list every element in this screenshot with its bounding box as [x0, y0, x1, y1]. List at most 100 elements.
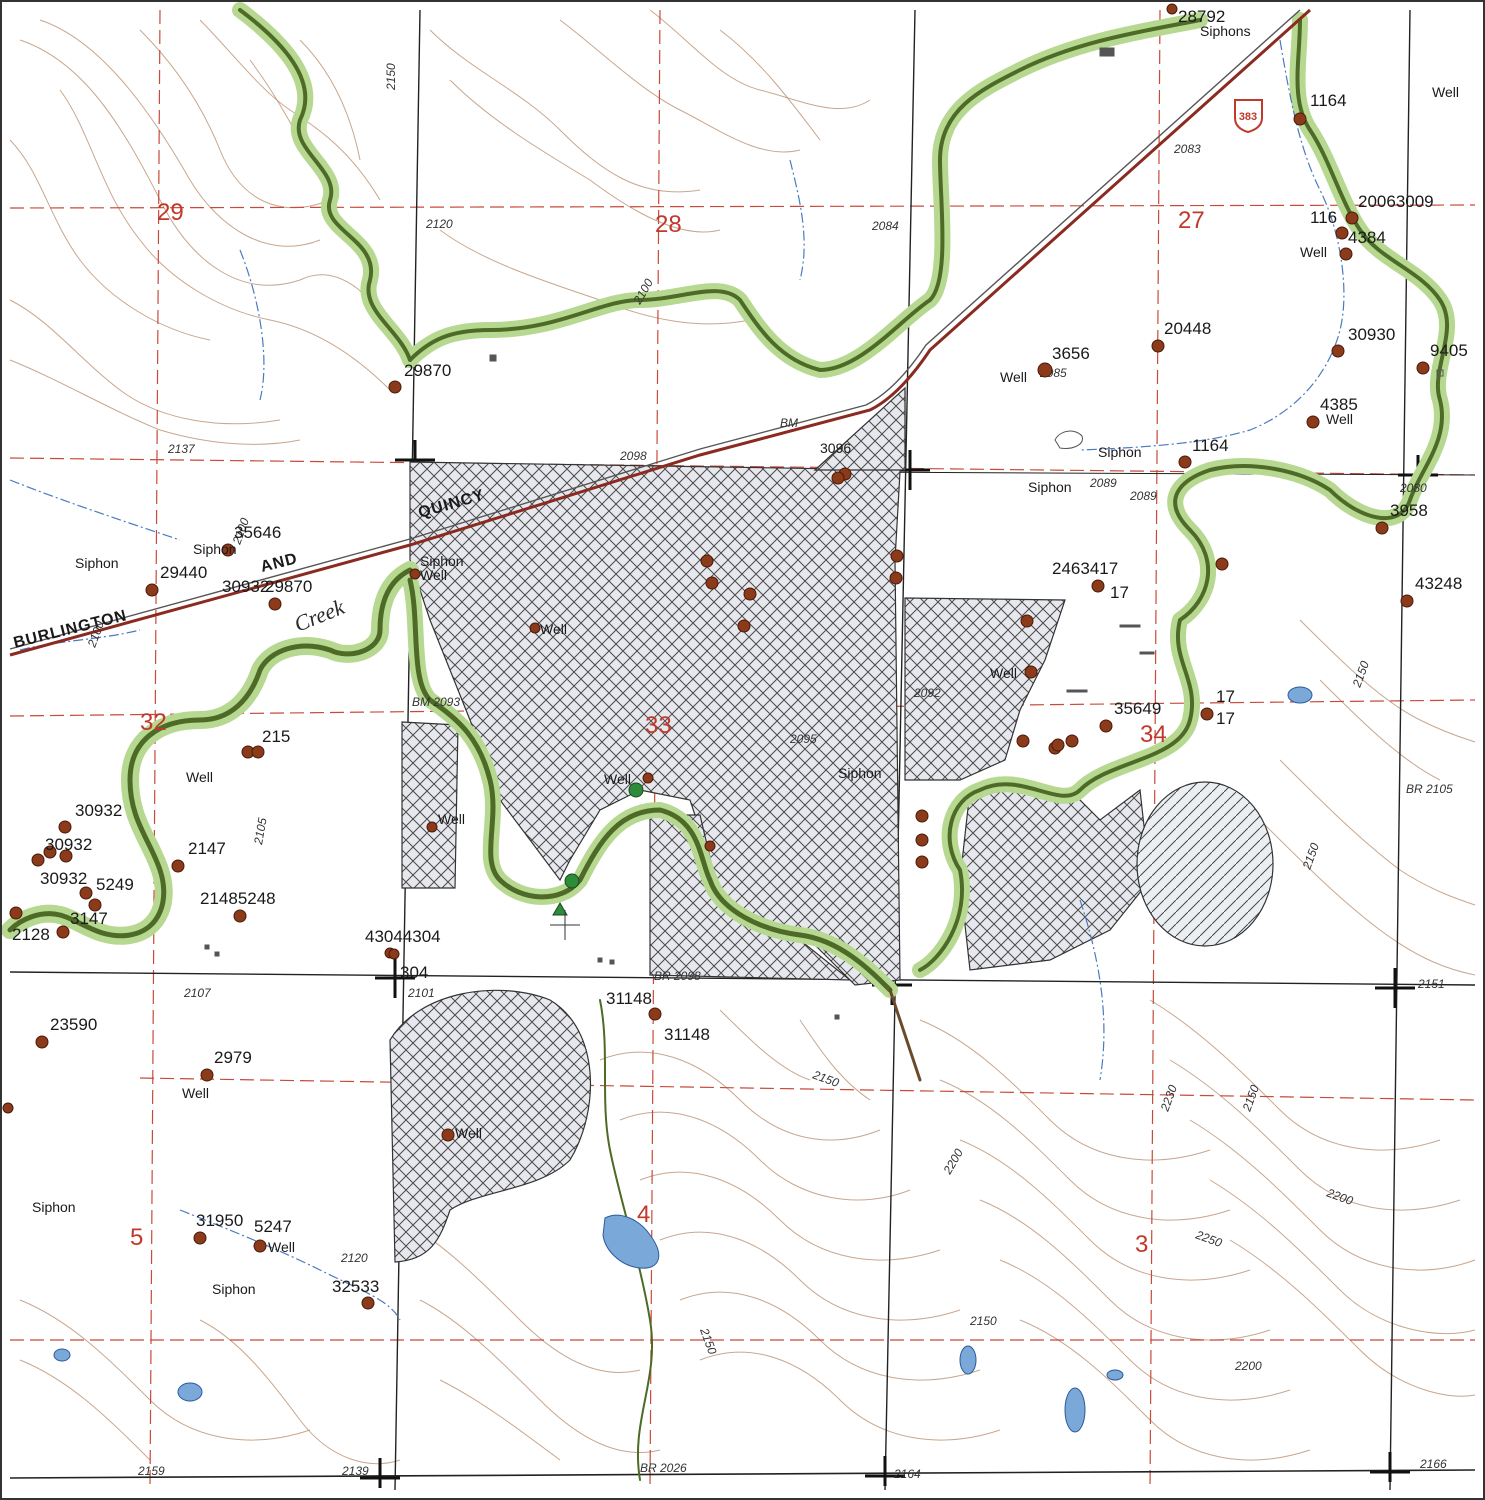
well-label: 5247: [254, 1217, 292, 1236]
section-28: 28: [655, 211, 682, 238]
well-label: 35649: [1114, 699, 1161, 718]
well-marker: [361, 1296, 375, 1310]
well-markers: [2, 3, 1430, 1310]
well-label: Siphon: [75, 555, 119, 571]
well-marker: [1016, 734, 1030, 748]
well-label: 29440: [160, 563, 207, 582]
well-marker: [200, 1068, 214, 1082]
well-marker: [145, 583, 159, 597]
well-label: 5249: [96, 875, 134, 894]
well-label: Well: [182, 1085, 209, 1101]
well-marker: [58, 820, 72, 834]
elevation-label: 2084: [871, 219, 899, 233]
elevation-label: 2150: [969, 1314, 997, 1328]
well-marker: [79, 886, 93, 900]
hatched-areas: [389, 386, 1274, 1263]
well-marker: [268, 597, 282, 611]
well-marker: [1335, 226, 1349, 240]
water-bodies: [53, 686, 1313, 1433]
hatched-circle-south: [389, 989, 591, 1263]
well-label: Siphon: [212, 1281, 256, 1297]
well-marker: [743, 587, 757, 601]
well-marker: [171, 859, 185, 873]
well-marker: [233, 909, 247, 923]
well-marker: [388, 948, 400, 960]
well-marker: [43, 845, 57, 859]
well-marker: [441, 1128, 455, 1142]
well-marker: [221, 543, 235, 557]
well-label: 29870: [404, 361, 451, 380]
elevation-label: 2089: [1089, 476, 1117, 490]
well-label: 23590: [50, 1015, 97, 1034]
section-33: 33: [645, 712, 672, 739]
elevation-label: 2098: [619, 449, 647, 463]
well-label: 304: [400, 963, 428, 982]
well-label: 1164: [1192, 436, 1229, 455]
well-label: 31950: [196, 1211, 243, 1230]
well-label: 3958: [1390, 501, 1428, 520]
well-marker-triangle: [552, 902, 568, 916]
elevation-labels: 2150 2120 2100 2084 2083 2098 2137 2100 …: [84, 63, 1453, 1481]
well-label: 30932: [45, 835, 92, 854]
well-label: Well: [186, 769, 213, 785]
well-label: Siphons: [1200, 23, 1251, 39]
well-marker: [890, 549, 904, 563]
well-label: 30932: [222, 577, 269, 596]
well-label: 17: [1216, 687, 1235, 706]
elevation-label: BR 2098: [654, 969, 701, 983]
elevation-label: 2164: [893, 1467, 921, 1481]
hatched-circle-east: [1136, 781, 1274, 947]
section-29: 29: [157, 199, 184, 226]
well-marker: [251, 745, 265, 759]
elevation-label: 2159: [137, 1464, 165, 1478]
well-label: Siphon: [1098, 444, 1142, 460]
well-marker: [1178, 455, 1192, 469]
well-label: 43044304: [365, 927, 441, 946]
well-marker: [1345, 211, 1359, 225]
well-label: Siphon: [32, 1199, 76, 1215]
well-marker: [1339, 247, 1353, 261]
well-marker: [88, 898, 102, 912]
well-marker: [388, 380, 402, 394]
section-5: 5: [130, 1224, 143, 1251]
well-label: 35646: [234, 523, 281, 542]
well-marker: [737, 619, 751, 633]
well-label: 30930: [1348, 325, 1395, 344]
elevation-label: 2105: [251, 816, 270, 846]
well-marker: [1091, 579, 1105, 593]
elevation-label: BR 2026: [640, 1461, 687, 1475]
well-marker: [1200, 707, 1214, 721]
well-marker: [1306, 415, 1320, 429]
well-label: 30932: [75, 801, 122, 820]
well-marker: [1099, 719, 1113, 733]
well-marker: [1375, 521, 1389, 535]
highway-number: 383: [1239, 111, 1257, 123]
elevation-label: 2080: [1399, 481, 1427, 495]
well-label: Siphon: [1028, 479, 1072, 495]
well-marker: [9, 906, 23, 920]
elevation-label: 2137: [167, 442, 196, 456]
section-34: 34: [1140, 721, 1167, 748]
well-label: 2463417: [1052, 559, 1118, 578]
well-label: 3147: [70, 909, 108, 928]
well-label: 30932: [40, 869, 87, 888]
elevation-label: 2139: [341, 1464, 369, 1478]
hatched-area-ne-corner: [813, 386, 906, 471]
well-label: Well: [420, 567, 447, 583]
elevation-label: 2120: [340, 1251, 368, 1265]
structures: [204, 47, 1444, 1020]
elevation-label: BM: [780, 416, 798, 430]
well-label: 21485248: [200, 889, 276, 908]
well-label: 4384: [1348, 228, 1386, 247]
well-marker: [31, 853, 45, 867]
well-marker: [1065, 734, 1079, 748]
section-numbers: 29 28 27 32 33 34 5 4 3: [130, 199, 1205, 1258]
well-label: 32533: [332, 1277, 379, 1296]
well-markers-green: [550, 782, 644, 940]
elevation-label: 2107: [183, 986, 212, 1000]
well-label: 43248: [1415, 574, 1462, 593]
well-marker: [1215, 557, 1229, 571]
well-label: Well: [990, 665, 1017, 681]
hatched-area-west-strip: [401, 721, 459, 889]
well-label: 9405: [1430, 341, 1468, 360]
